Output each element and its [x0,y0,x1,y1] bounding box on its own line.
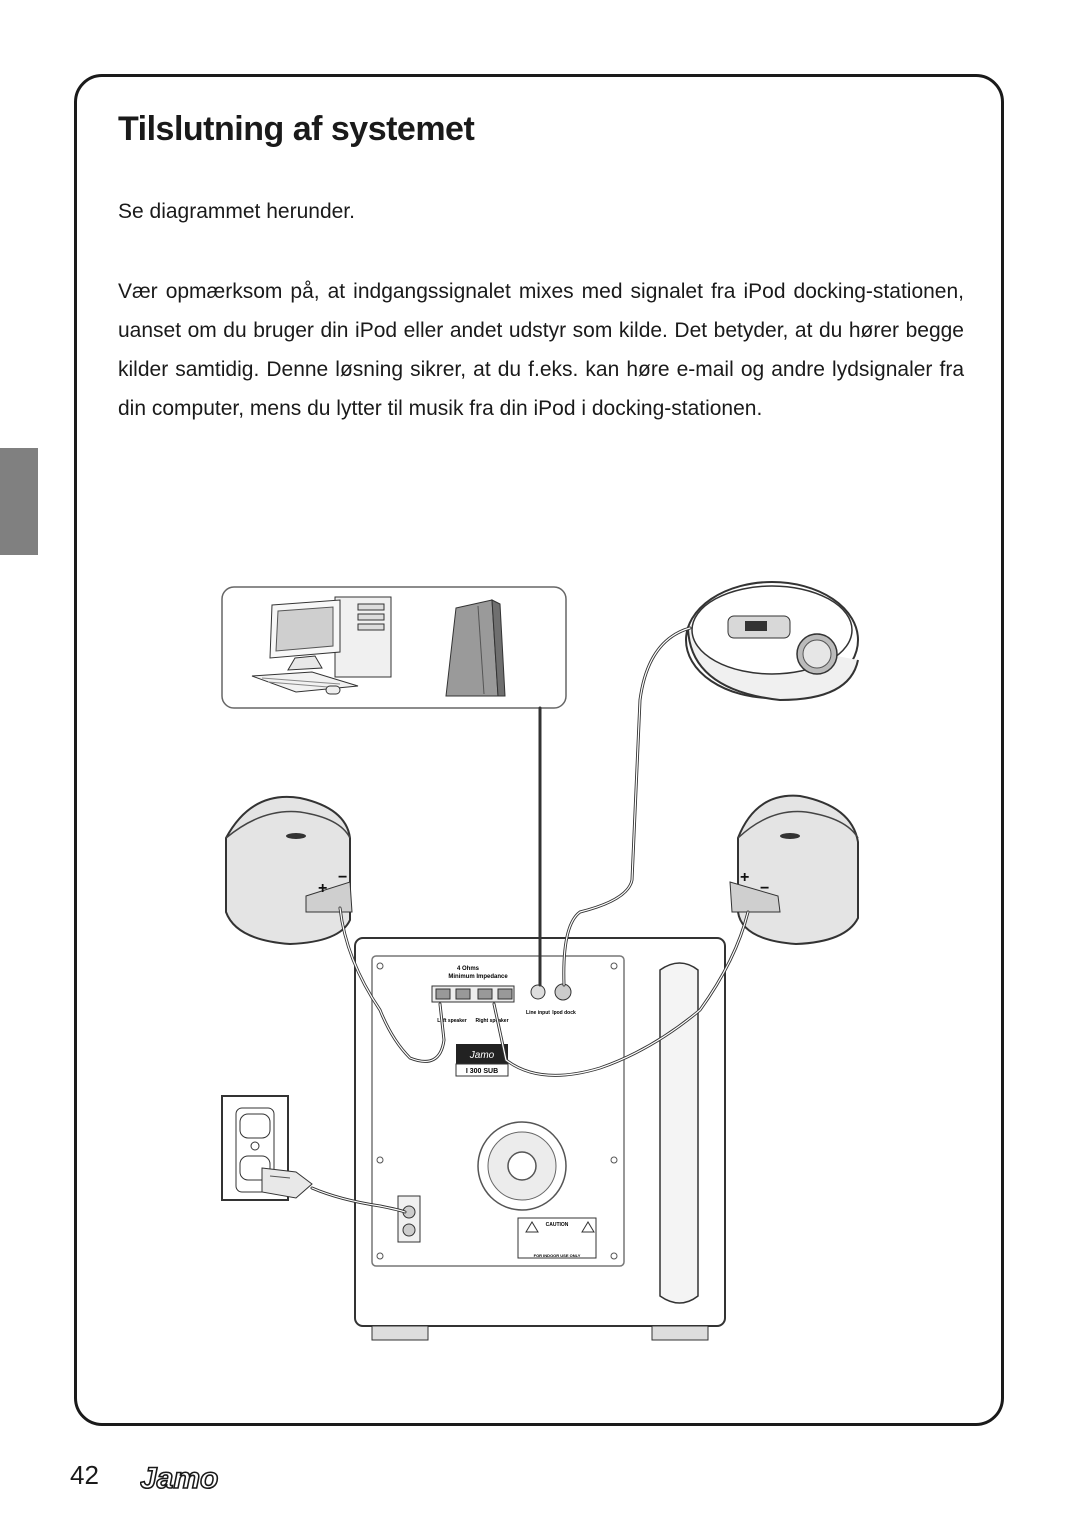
left-plus-label: + [318,880,327,897]
external-device-icon [445,599,506,697]
line-input-label: Line input [526,1010,550,1016]
jamo-logo: Jamo [140,1462,219,1494]
body-paragraph: Vær opmærksom på, at indgangssignalet mi… [118,280,964,420]
intro-text: Se diagrammet herunder. [118,200,355,223]
page-title: Tilslutning af systemet [118,110,475,148]
caution-label: CAUTION [546,1222,569,1228]
connection-diagram: + − + − 4 Ohms Minimum Impedance Left sp… [221,581,859,1341]
ipod-dock-icon [685,581,859,702]
left-speaker-terminal-label: Left speaker [437,1018,467,1024]
brand-wordmark: Jamo [140,1462,218,1494]
indoor-use-label: FOR INDOOR USE ONLY [534,1253,581,1258]
left-satellite-speaker: + − [225,795,353,946]
right-minus-label: − [760,880,769,897]
right-satellite-speaker: + − [729,794,859,946]
chapter-tab [0,448,38,555]
impedance-label: 4 Ohms [457,966,480,972]
sub-brand-label: Jamo [469,1050,495,1061]
ipod-dock-jack-label: Ipod dock [552,1010,576,1016]
left-minus-label: − [338,869,347,886]
content-frame [74,74,1004,1426]
right-plus-label: + [740,869,749,886]
wall-outlet-icon [221,1095,313,1201]
subwoofer: 4 Ohms Minimum Impedance Left speaker Ri… [354,937,726,1341]
right-speaker-terminal-label: Right speaker [475,1018,508,1024]
impedance-sub-label: Minimum Impedance [448,974,508,980]
source-devices-box [221,586,567,709]
computer-icon [251,596,392,695]
page-number: 42 [70,1460,99,1490]
model-label: I 300 SUB [466,1068,498,1075]
